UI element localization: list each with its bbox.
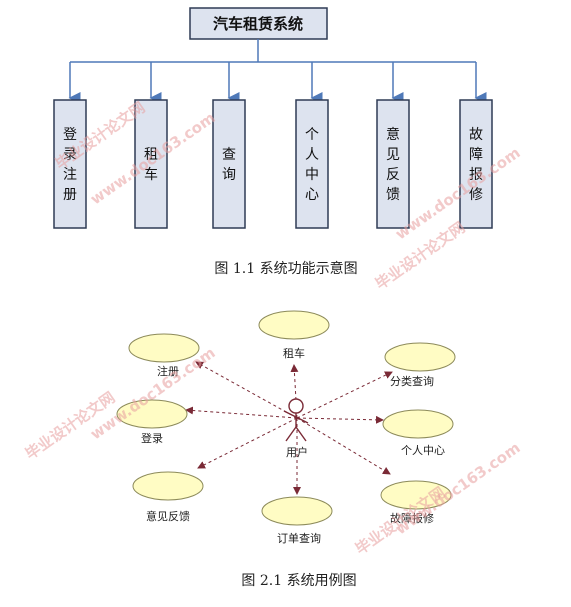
use-case-label: 租车 — [283, 346, 305, 360]
use-case-label: 登录 — [141, 431, 163, 445]
module-label: 个人中心 — [305, 127, 319, 203]
connector-lines — [68, 39, 487, 104]
use-case-label: 个人中心 — [401, 444, 445, 457]
use-case-arrow — [195, 361, 298, 419]
use-case-ellipse — [258, 310, 330, 340]
use-case-arrow — [296, 415, 384, 424]
use-case-arrow — [185, 406, 298, 419]
use-case-label: 意见反馈 — [146, 509, 190, 523]
module-label: 意见反馈 — [386, 126, 400, 203]
use-case-ellipse — [384, 342, 456, 372]
actor-figure — [283, 398, 309, 442]
module-label: 查询 — [222, 147, 236, 183]
module-boxes: 登录注册 租车 查询 个人中心 意见反馈 故障报修 — [53, 99, 493, 229]
use-case-ellipse — [116, 399, 188, 429]
module-box: 意见反馈 — [376, 99, 410, 229]
use-case-ellipse — [128, 333, 200, 363]
use-case-arrow — [296, 417, 391, 475]
use-case-label: 故障报修 — [390, 511, 434, 525]
module-label: 租车 — [144, 147, 158, 183]
use-case-ellipse — [380, 480, 452, 510]
use-case-arrows — [185, 361, 393, 495]
figure2-caption: 图 2.1 系统用例图 — [241, 573, 356, 589]
root-node-label: 汽车租赁系统 — [213, 15, 303, 33]
root-node: 汽车租赁系统 — [189, 7, 328, 40]
module-box: 个人中心 — [295, 99, 329, 229]
figure1-functional-diagram: 汽车租赁系统 登录注册 租车 查询 个人中心 意见反馈 故障报修 图 1.1 系统功能示意… — [53, 7, 493, 277]
module-box: 登录注册 — [53, 99, 87, 229]
use-case-arrow — [296, 371, 393, 419]
module-box: 故障报修 — [459, 99, 493, 229]
module-box: 查询 — [212, 99, 246, 229]
module-box: 租车 — [134, 99, 168, 229]
use-case-ellipse — [132, 471, 204, 501]
figure1-caption: 图 1.1 系统功能示意图 — [214, 260, 357, 277]
use-case-ellipse — [261, 496, 333, 526]
module-label: 故障报修 — [469, 127, 483, 203]
actor-label: 用户 — [286, 445, 308, 459]
module-label: 登录注册 — [63, 127, 77, 203]
use-case-ellipse — [382, 409, 454, 439]
use-case-label: 订单查询 — [277, 531, 321, 545]
use-case-label: 分类查询 — [390, 374, 434, 388]
use-case-label: 注册 — [157, 364, 179, 378]
use-case-arrow — [197, 417, 298, 469]
